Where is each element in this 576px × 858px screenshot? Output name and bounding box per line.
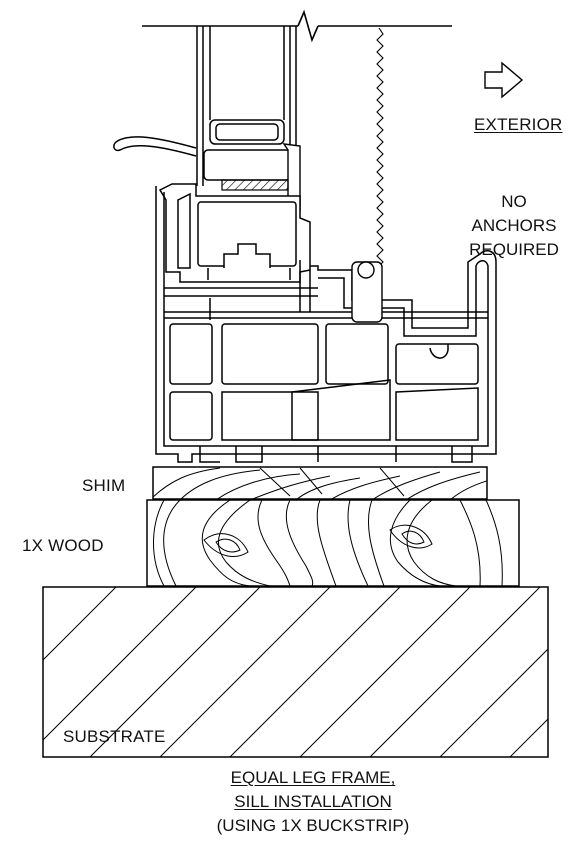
weatherstrip: [351, 261, 383, 323]
shim-label: SHIM: [82, 476, 126, 495]
note-line-1: NO: [501, 192, 527, 211]
sash-frame: [196, 26, 297, 200]
note-line-2: ANCHORS: [471, 216, 557, 235]
caption-line-3: (USING 1X BUCKSTRIP): [216, 816, 410, 835]
sash-bottom-rail: [158, 183, 311, 283]
main-frame: [155, 186, 497, 463]
exterior-label: EXTERIOR: [474, 115, 563, 134]
shim: [152, 466, 488, 500]
wood-grain: [153, 500, 503, 586]
no-anchors-note: NO ANCHORS REQUIRED: [452, 190, 576, 262]
wood-label: 1X WOOD: [22, 536, 104, 555]
caption-line-1: EQUAL LEG FRAME,: [230, 768, 396, 787]
seal-line: [376, 27, 384, 277]
arrow-right-icon: [484, 61, 524, 99]
note-line-3: REQUIRED: [469, 240, 559, 259]
substrate-hatch: [43, 587, 548, 757]
substrate: [42, 586, 549, 758]
interior-fin: [113, 136, 197, 157]
break-line-icon: [142, 9, 452, 43]
substrate-label: SUBSTRATE: [63, 727, 166, 746]
diagram-caption: EQUAL LEG FRAME, SILL INSTALLATION (USIN…: [170, 766, 456, 838]
caption-line-2: SILL INSTALLATION: [234, 792, 392, 811]
wood-buckstrip: [146, 499, 520, 587]
shim-grain: [153, 467, 487, 499]
setting-block: [221, 179, 289, 191]
